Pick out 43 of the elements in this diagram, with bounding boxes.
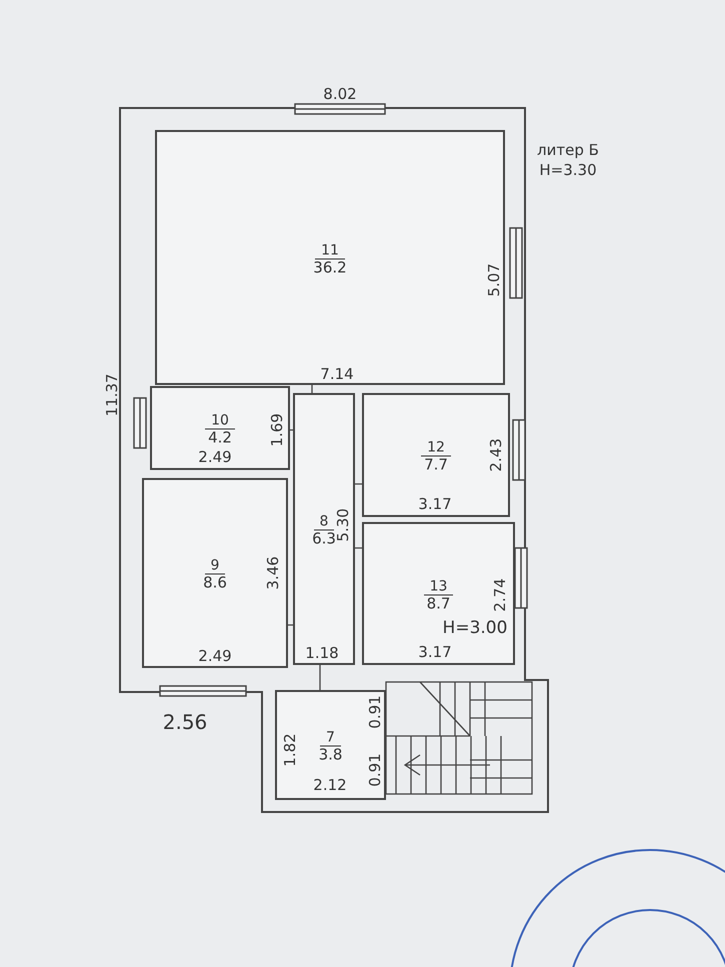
room-outline [362, 522, 515, 665]
room-outline [275, 690, 386, 800]
dimension-label: 1.69 [269, 413, 285, 447]
room-area: 7.7 [424, 456, 448, 474]
dimension-label: 3.17 [418, 644, 452, 660]
room-number: 13 [424, 579, 454, 595]
dimension-label: 3.46 [265, 556, 281, 590]
room-number: 11 [315, 243, 345, 259]
dimension-label: 11.37 [104, 374, 120, 416]
room-area: 3.8 [318, 746, 342, 764]
dimension-label: 0.91 [367, 753, 383, 787]
dimension-label: 1.18 [305, 645, 339, 661]
room-area: 6.3 [312, 530, 336, 548]
dimension-label: 2.49 [198, 648, 232, 664]
room-outline [155, 130, 505, 385]
room-outline [362, 393, 510, 517]
dimension-label: 7.14 [320, 366, 354, 382]
room-outline [142, 478, 288, 668]
dimension-label: 2.74 [492, 578, 508, 612]
height-note: H=3.30 [539, 162, 597, 178]
room-number: 8 [314, 514, 334, 530]
dimension-label: 5.30 [335, 508, 351, 542]
dimension-label: 2.49 [198, 449, 232, 465]
room-area: 36.2 [313, 259, 347, 276]
dimension-label: 5.07 [486, 263, 502, 297]
height-note: H=3.00 [442, 620, 508, 636]
dimension-label: 8.02 [323, 86, 357, 102]
dimension-label: 2.12 [313, 777, 347, 793]
room-outline [293, 393, 355, 665]
room-area: 4.2 [208, 430, 232, 446]
dimension-label: 2.43 [488, 438, 504, 472]
room-area: 8.6 [203, 574, 227, 592]
building-letter: литер Б [537, 142, 599, 158]
room-number: 7 [320, 730, 341, 746]
dimension-label: 0.91 [367, 695, 383, 729]
dimension-label: 3.17 [418, 496, 452, 512]
room-area: 8.7 [426, 595, 450, 612]
room-number: 12 [421, 440, 451, 456]
dimension-label: 1.82 [282, 733, 298, 767]
room-number: 9 [204, 558, 226, 574]
room-outline [150, 386, 290, 470]
room-number: 10 [205, 414, 235, 430]
dimension-label: 2.56 [162, 714, 208, 730]
